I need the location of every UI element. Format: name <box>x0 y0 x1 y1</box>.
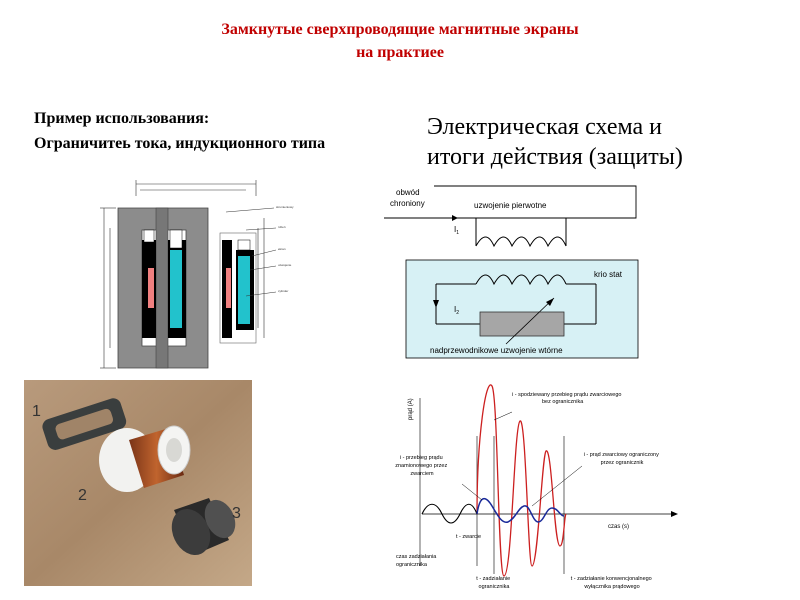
t1-label: t - zwarcie <box>456 534 481 540</box>
left-description: Пример использования: Ограничитеь тока, … <box>34 108 364 154</box>
limiter-time-label: czas zadziałania ogranicznika <box>396 554 438 568</box>
limiter-cross-section-drawing: strumieniowy rdzeń ekran uzwojenie cylin… <box>100 180 294 369</box>
photo-label-2: 2 <box>78 487 87 504</box>
photo-label-1: 1 <box>32 403 41 420</box>
slide-title: Замкнутые сверхпроводящие магнитные экра… <box>100 18 700 64</box>
x-axis-label: czas (s) <box>608 524 629 530</box>
svg-text:uzwojenie: uzwojenie <box>278 263 292 267</box>
right-heading-line1: Электрическая схема и <box>427 114 662 140</box>
svg-text:strumieniowy: strumieniowy <box>276 205 294 209</box>
svg-text:rdzeń: rdzeń <box>278 225 286 229</box>
current-i1-label: I1 <box>454 225 459 236</box>
usage-example-label: Пример использования: <box>34 110 210 127</box>
superconducting-element <box>479 311 565 337</box>
superconducting-cylinder <box>171 498 236 556</box>
svg-text:ekran: ekran <box>278 247 286 251</box>
svg-text:cylinder: cylinder <box>278 289 288 293</box>
photo-label-3: 3 <box>232 505 241 522</box>
slide-title-line1: Замкнутые сверхпроводящие магнитные экра… <box>221 21 579 38</box>
right-heading-line2: итоги действия (защиты) <box>427 144 683 170</box>
limited-current-label: i - prąd zwarciowy ograniczony przez ogr… <box>584 452 661 466</box>
nominal-current-curve <box>421 503 478 524</box>
circuit-schematic: obwód chroniony uzwojenie pierwotne I1 k… <box>384 185 639 359</box>
current-i2-label: I2 <box>454 305 459 316</box>
iron-core-ring <box>42 398 127 450</box>
components-photo: 1 2 3 <box>24 380 252 586</box>
slide-title-line2: на практиее <box>356 44 444 61</box>
y-axis-label: prąd (A) <box>408 398 414 420</box>
primary-winding-label: uzwojenie pierwotne <box>474 201 547 210</box>
protected-circuit-label-2: chroniony <box>390 199 425 208</box>
expected-current-label: i - spodziewany przebieg prądu zwarciowe… <box>512 392 623 405</box>
cryostat-label: krio stat <box>594 270 623 279</box>
secondary-winding-label: nadprzewodnikowe uzwojenie wtórne <box>430 346 563 355</box>
limited-current-curve <box>476 498 565 524</box>
cryostat-box <box>405 259 639 359</box>
copper-coil <box>99 425 191 492</box>
t3-label: t - zadziałanie konwencjonalnego wyłączn… <box>571 576 654 590</box>
right-heading: Электрическая схема и итоги действия (за… <box>427 112 767 172</box>
expected-fault-current-curve <box>476 384 567 577</box>
t2-label: t - zadziałanie ogranicznika <box>476 576 511 590</box>
limiter-type-label: Ограничитеь тока, индукционного типа <box>34 135 326 152</box>
protected-circuit-label-1: obwód <box>396 188 420 197</box>
nominal-current-label: i - przebieg prądu znamionowego przez zw… <box>395 455 449 477</box>
fault-current-graph: prąd (A) czas (s) i - spodziewany przebi… <box>395 384 678 590</box>
